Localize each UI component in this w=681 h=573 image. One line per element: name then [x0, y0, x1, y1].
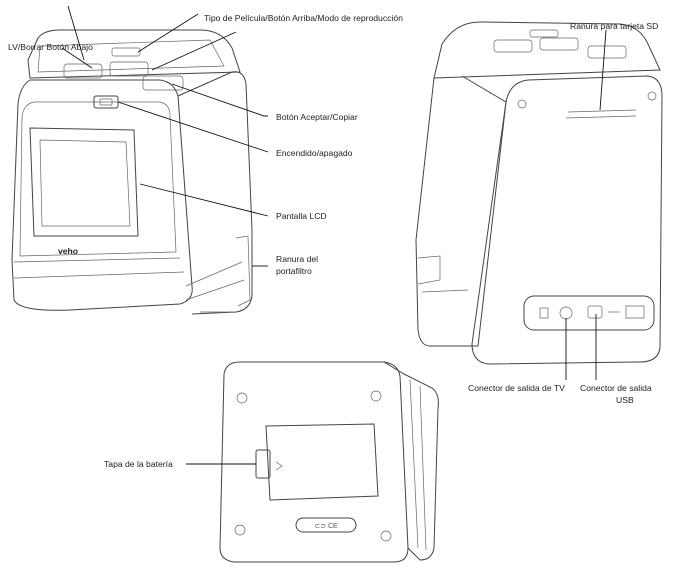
label-tv-out: Conector de salida de TV: [468, 383, 565, 393]
label-film-type-up-mode: Tipo de Película/Botón Arriba/Modo de re…: [204, 13, 403, 23]
label-accept-copy: Botón Aceptar/Copiar: [276, 112, 358, 122]
bottom-view-device: ⊂⊃ CE: [219, 361, 439, 563]
label-usb-out-line2: USB: [616, 395, 634, 405]
label-power: Encendido/apagado: [276, 148, 353, 158]
label-holder-slot-line2: portafiltro: [276, 266, 312, 276]
leader-lines: [61, 5, 607, 465]
label-usb-out-line1: Conector de salida: [580, 383, 652, 393]
label-sd-slot: Ranura para tarjeta SD: [570, 21, 658, 31]
brand-logo: veho: [58, 246, 78, 256]
front-view-device: [11, 29, 253, 315]
svg-text:⊂⊃ CE: ⊂⊃ CE: [314, 523, 338, 530]
label-holder-slot-line1: Ranura del: [276, 254, 318, 264]
label-lcd: Pantalla LCD: [276, 211, 327, 221]
label-battery-cover: Tapa de la batería: [104, 459, 173, 469]
label-lv-erase-down: LV/Borrar Botón Abajo: [8, 42, 93, 52]
back-view-device: [415, 21, 663, 365]
